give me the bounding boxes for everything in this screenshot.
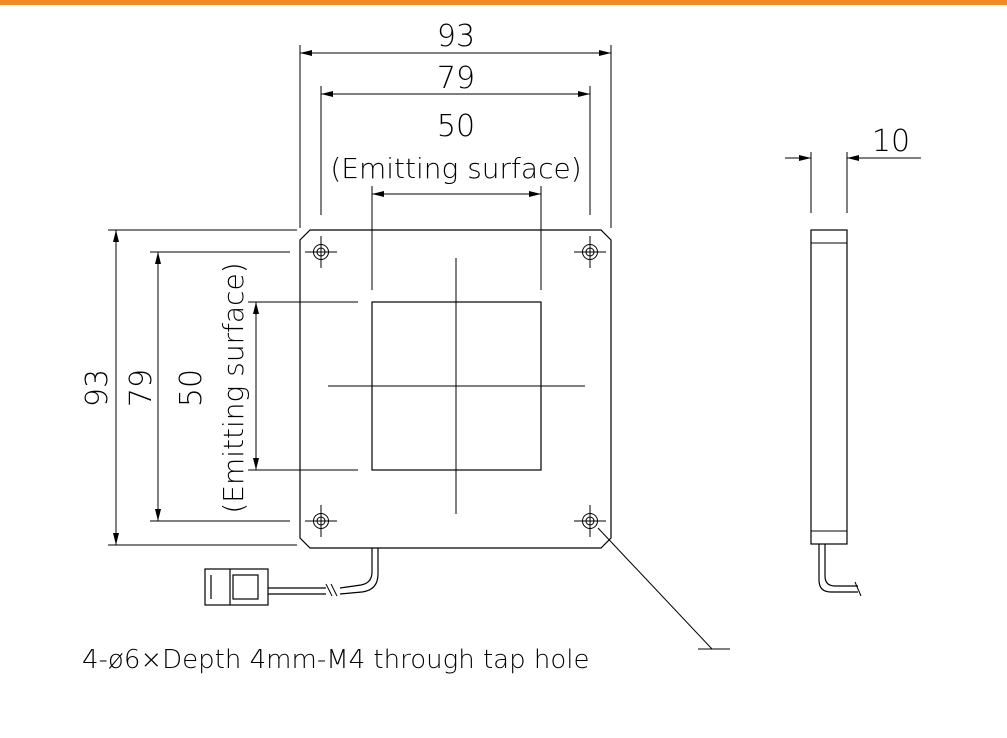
- mounting-hole: [574, 236, 606, 268]
- mounting-hole: [574, 505, 606, 537]
- height-emitting-note: (Emitting surface): [217, 262, 250, 513]
- hole-callout: 4-ø6×Depth 4mm-M4 through tap hole: [82, 645, 589, 675]
- side-profile: [810, 229, 848, 545]
- width-overall-label: 93: [437, 19, 475, 54]
- mounting-hole: [305, 236, 337, 268]
- plate-outline: [299, 229, 612, 549]
- callout-leader: [597, 527, 713, 650]
- width-emitting-label: 50: [437, 109, 475, 144]
- thickness-label: 10: [872, 124, 910, 159]
- width-emitting-note: (Emitting surface): [330, 152, 581, 185]
- height-overall-label: 93: [80, 369, 115, 407]
- cable-with-connector: [204, 548, 379, 606]
- side-view: 10: [785, 124, 921, 597]
- top-accent-bar: [0, 0, 1007, 5]
- height-emitting-label: 50: [174, 369, 209, 407]
- height-holes-label: 79: [124, 369, 159, 407]
- front-view: 93 79 50 (Emitting surface) 93 79 50 (Em…: [80, 19, 730, 675]
- width-holes-label: 79: [437, 61, 475, 96]
- mounting-hole: [305, 505, 337, 537]
